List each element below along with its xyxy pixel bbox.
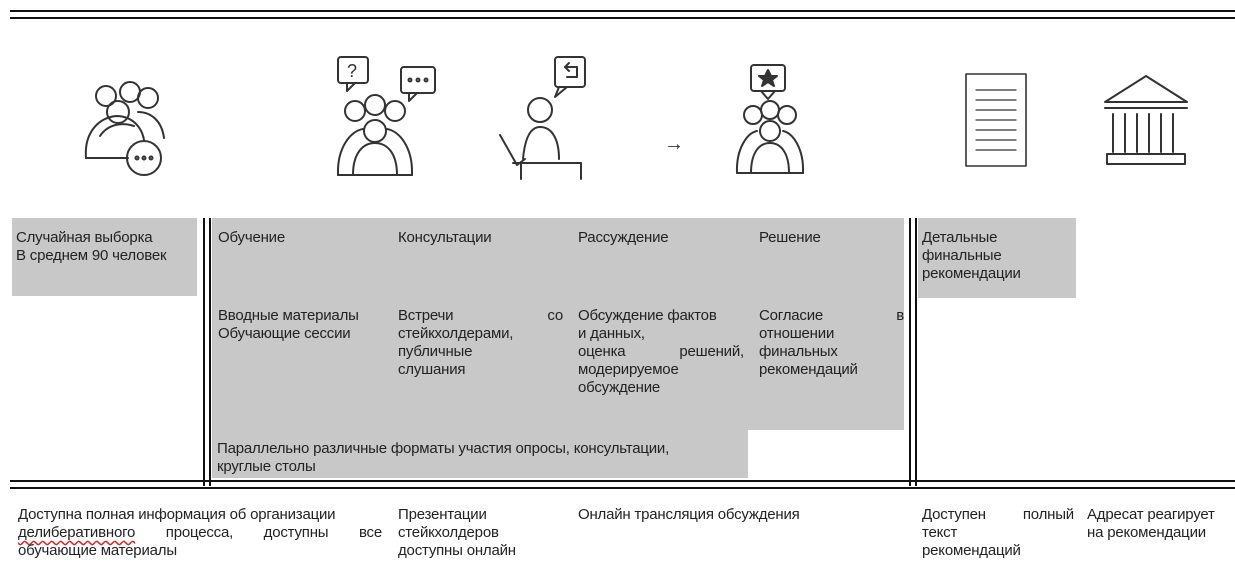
final-recommendations: Детальные финальные рекомендации	[922, 229, 1021, 283]
sample-panel	[12, 218, 197, 296]
info-line3: обучающие материалы	[18, 542, 177, 559]
divider-left-inner	[209, 218, 211, 486]
stages-panel	[212, 218, 904, 430]
addressee-line1: Адресат реагирует	[1087, 506, 1215, 523]
learning-line2: Обучающие сессии	[218, 325, 351, 342]
divider-right	[909, 218, 911, 486]
present-line1: Презентации	[398, 506, 487, 523]
stage-deliberation-desc: Обсуждение фактов и данных, оценка решен…	[578, 307, 744, 397]
group-with-speech-bubble-icon	[84, 81, 165, 176]
sample-line2: В среднем 90 человек	[16, 247, 167, 264]
text-word2: полный	[1022, 506, 1074, 523]
decision-word1: Согласие	[759, 307, 824, 324]
stage-deliberation-title: Рассуждение	[578, 229, 669, 246]
info-word2: процесса,	[165, 524, 234, 541]
deliberation-line2: и данных,	[578, 325, 645, 342]
parallel-formats-text: Параллельно различные форматы участия оп…	[217, 440, 669, 476]
consult-line2: стейкхолдерами,	[398, 325, 514, 342]
info-line1: Доступна полная информация об организаци…	[18, 506, 336, 523]
info-word3: доступны	[263, 524, 329, 541]
divider-left	[203, 218, 205, 486]
parallel-panel	[212, 430, 748, 478]
deliberation-line4: модерируемое	[578, 361, 679, 378]
addressee-reacts-text: Адресат реагирует на рекомендации	[1087, 506, 1215, 542]
presenter-with-chart-icon	[499, 56, 586, 180]
text-word1: Доступен	[922, 506, 986, 523]
deliberation-line1: Обсуждение фактов	[578, 307, 717, 324]
consult-word1: Встречи	[398, 307, 454, 324]
addressee-line2: на рекомендации	[1087, 524, 1206, 541]
present-line2: стейкхолдеров	[398, 524, 499, 541]
final-line1: Детальные	[922, 229, 998, 246]
info-word-deliberative: делиберативного	[18, 524, 136, 541]
final-line2: финальные	[922, 247, 1002, 264]
stage-consult-title: Консультации	[398, 229, 492, 246]
presentations-text: Презентации стейкхолдеров доступны онлай…	[398, 506, 516, 560]
deliberation-line5: обсуждение	[578, 379, 661, 396]
full-text-available: Доступен полный текст рекомендаций	[922, 506, 1074, 560]
text-line2: текст	[922, 524, 958, 541]
divider-right-inner	[915, 218, 917, 486]
info-available-text: Доступна полная информация об организаци…	[18, 506, 382, 560]
deliberation-word2: решений,	[679, 343, 744, 360]
parallel-line1: Параллельно различные форматы участия оп…	[217, 440, 670, 457]
flow-arrow: →	[664, 133, 684, 155]
stage-decision-desc: Согласие в отношении финальных рекоменда…	[759, 307, 904, 379]
final-panel	[918, 218, 1076, 298]
broadcast-text: Онлайн трансляция обсуждения	[578, 506, 800, 523]
parallel-line2: круглые столы	[217, 458, 316, 475]
consult-line4: слушания	[398, 361, 466, 378]
decision-line2: отношении	[759, 325, 835, 342]
bottom-rule	[10, 480, 1235, 482]
decision-line4: рекомендаций	[759, 361, 858, 378]
decision-line3: финальных	[759, 343, 838, 360]
present-line3: доступны онлайн	[398, 542, 516, 559]
top-rule-inner	[10, 17, 1235, 19]
top-rule	[10, 10, 1235, 12]
final-line3: рекомендации	[922, 265, 1021, 282]
sample-label: Случайная выборка В среднем 90 человек	[16, 229, 167, 265]
stage-consult-desc: Встречи со стейкхолдерами, публичные слу…	[398, 307, 563, 379]
institution-building-icon	[1104, 75, 1188, 165]
deliberation-word1: оценка	[578, 343, 626, 360]
decision-word2: в	[896, 307, 904, 324]
svg-text:?: ?	[347, 61, 357, 81]
stage-learning-desc: Вводные материалы Обучающие сессии	[218, 307, 359, 343]
learning-line1: Вводные материалы	[218, 307, 359, 324]
consult-word2: со	[547, 307, 563, 324]
text-line3: рекомендаций	[922, 542, 1021, 559]
consult-line3: публичные	[398, 343, 473, 360]
stage-learning-title: Обучение	[218, 229, 285, 246]
group-with-question-bubbles-icon: ?	[336, 56, 436, 176]
document-icon	[965, 73, 1027, 167]
stage-decision-title: Решение	[759, 229, 821, 246]
sample-line1: Случайная выборка	[16, 229, 153, 246]
group-with-star-bubble-icon	[735, 64, 805, 174]
bottom-rule-inner	[10, 487, 1235, 489]
info-word4: все	[358, 524, 382, 541]
